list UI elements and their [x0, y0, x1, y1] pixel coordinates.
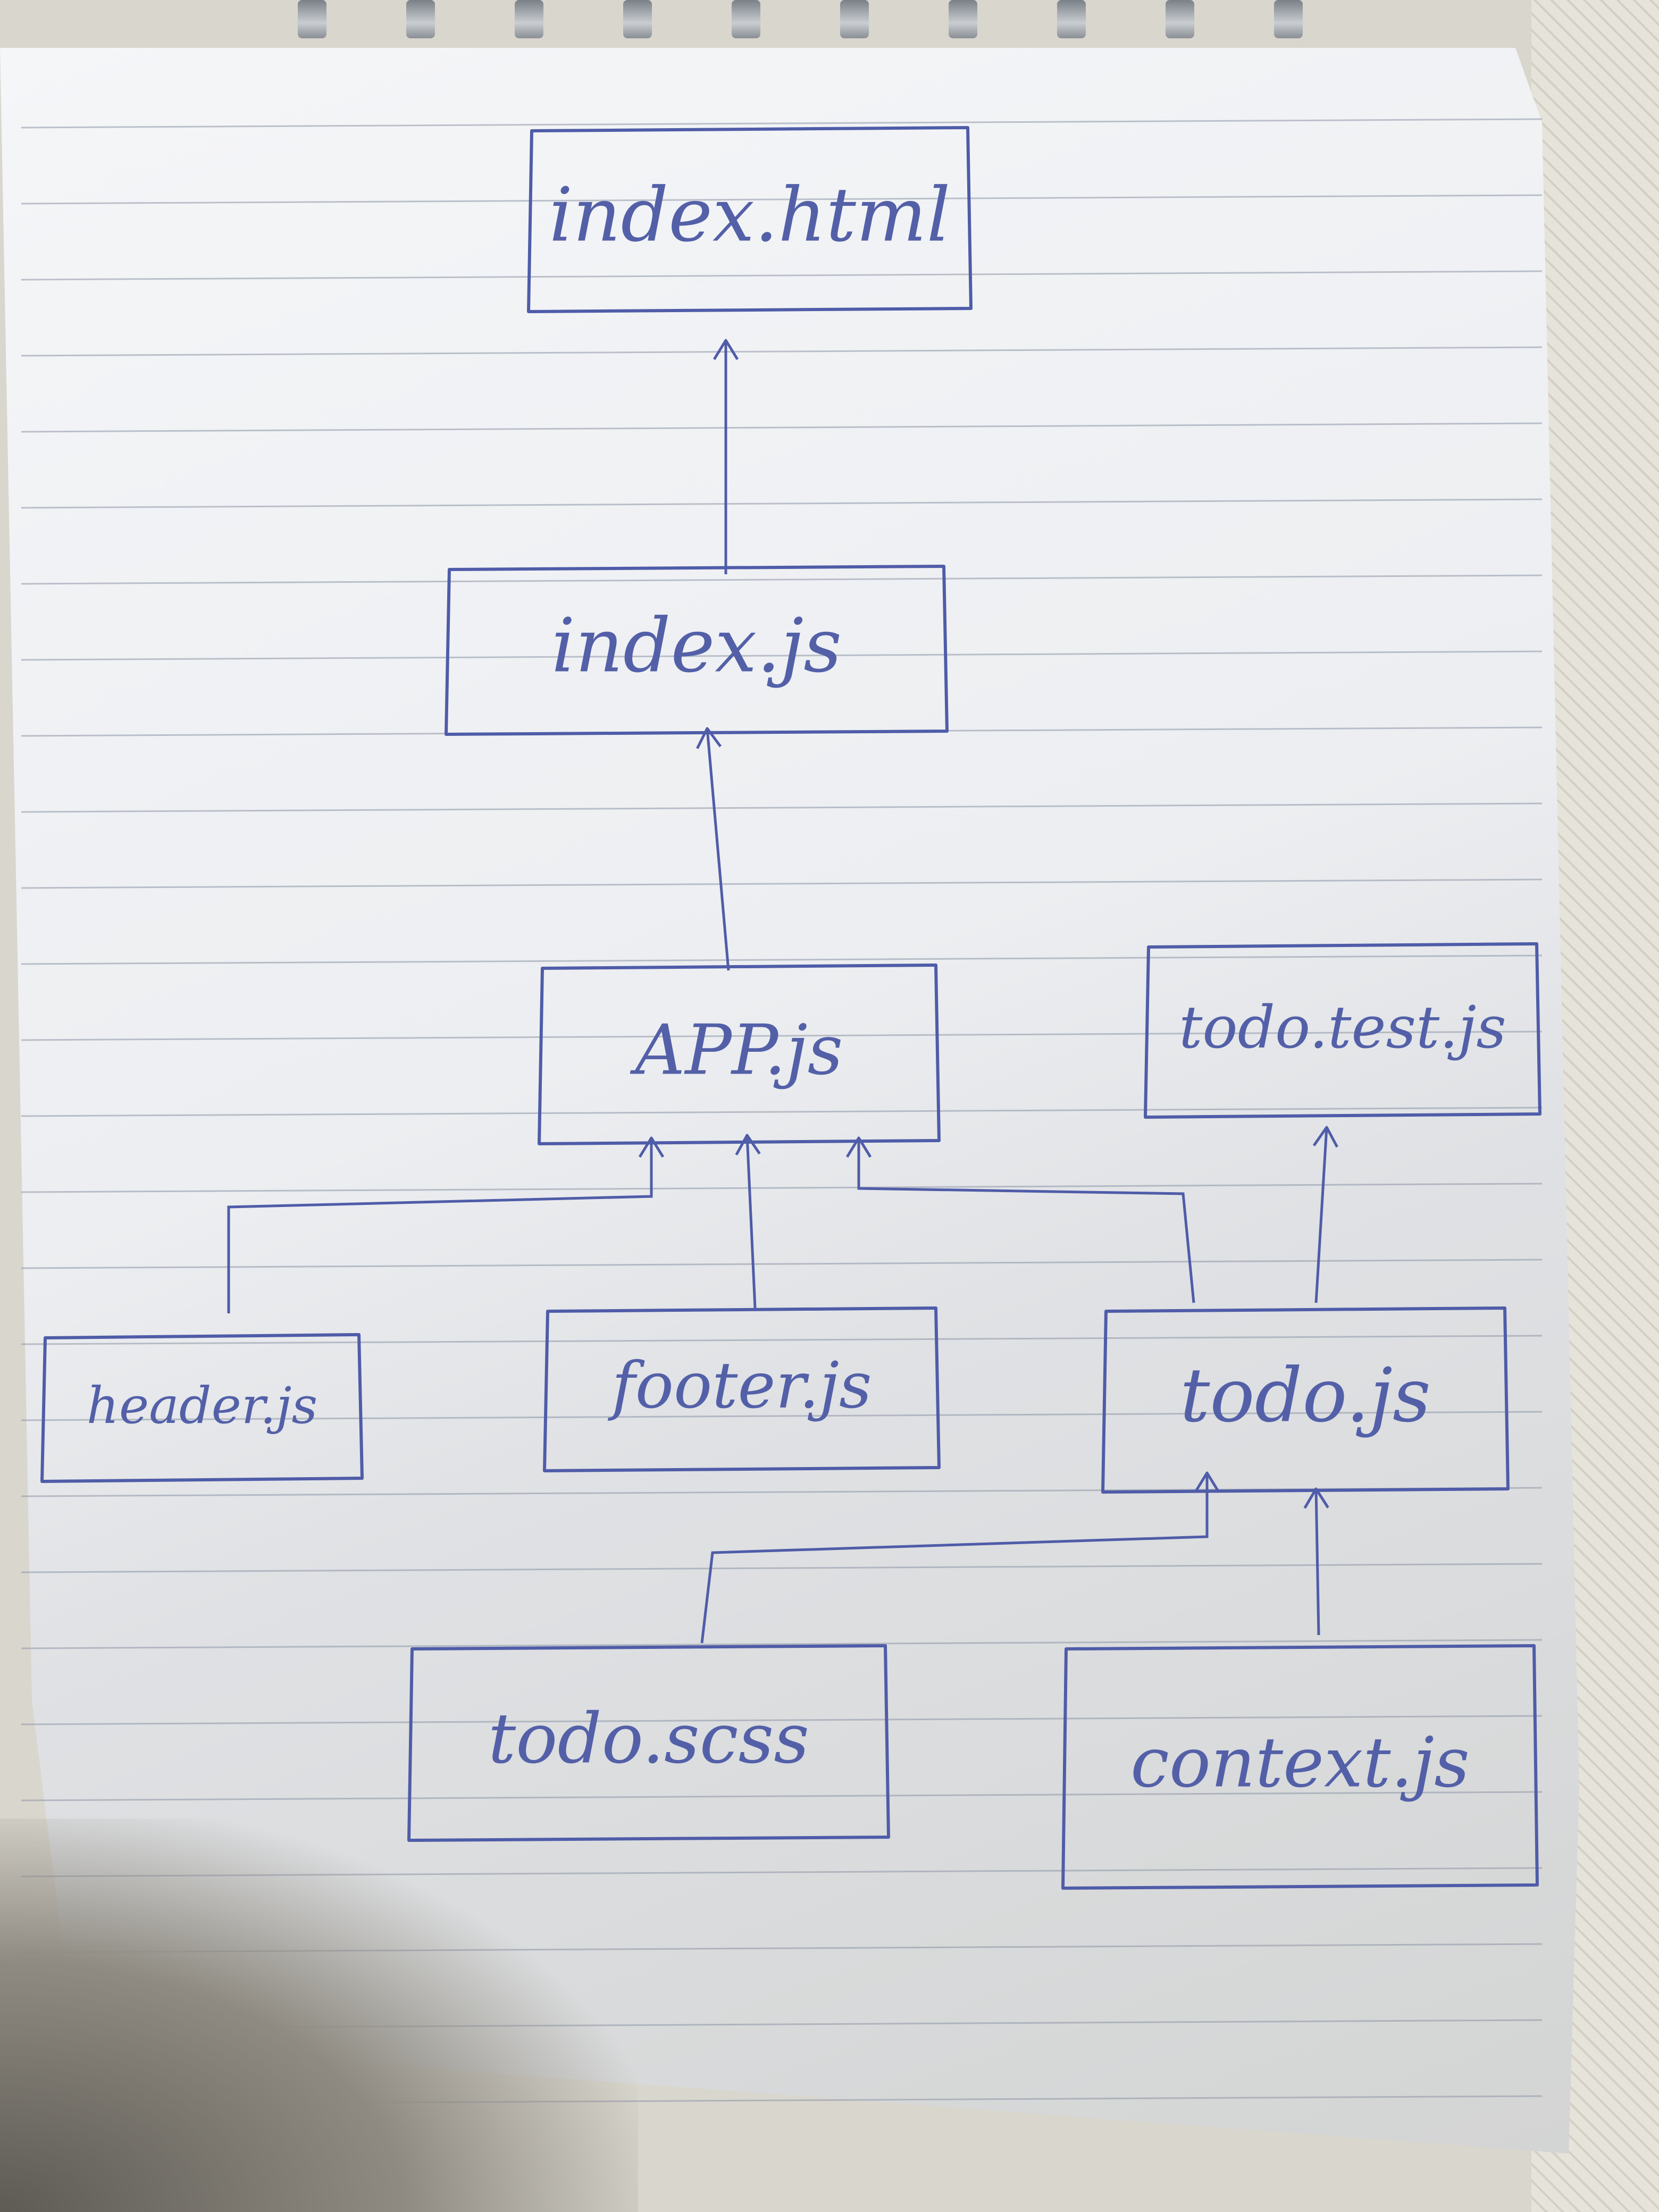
- node-todo-js: todo.js: [1101, 1306, 1510, 1494]
- node-label: APP.js: [630, 1010, 843, 1091]
- edge-context_js-to-todo_js: [1303, 1487, 1329, 1636]
- node-context-js: context.js: [1061, 1644, 1539, 1890]
- node-label: todo.scss: [488, 1698, 809, 1779]
- node-label: index.html: [549, 172, 951, 259]
- ruled-line: [21, 1791, 1543, 1802]
- arrowhead: [1312, 1126, 1338, 1148]
- ruled-line: [21, 574, 1543, 585]
- edge-index_js-to-index_html: [713, 339, 739, 574]
- node-app-js: APP.js: [538, 963, 941, 1145]
- ruled-lines: [21, 118, 1543, 2106]
- node-label: index.js: [551, 603, 842, 690]
- ruled-line: [21, 498, 1543, 509]
- ruled-line: [21, 1563, 1543, 1573]
- node-label: todo.js: [1180, 1353, 1431, 1439]
- node-label: footer.js: [607, 1349, 872, 1423]
- ruled-line: [21, 1183, 1543, 1193]
- hand-shadow: [0, 1819, 638, 2212]
- node-box: [527, 126, 973, 313]
- edge-todo_js-to-app_js: [845, 1136, 1195, 1303]
- node-index-js: index.js: [445, 565, 949, 736]
- node-header-js: header.js: [40, 1333, 364, 1483]
- ruled-line: [21, 422, 1543, 433]
- ruled-line: [21, 118, 1543, 129]
- arrowhead: [735, 1134, 761, 1155]
- arrowhead: [845, 1136, 872, 1158]
- edge-todo_js-to-todo_test_js: [1312, 1126, 1338, 1303]
- ruled-line: [21, 194, 1543, 205]
- edge-todo_scss-to-todo_js: [700, 1471, 1220, 1644]
- node-footer-js: footer.js: [543, 1306, 941, 1472]
- edges: [227, 339, 1338, 1644]
- edge-footer_js-to-app_js: [735, 1134, 761, 1309]
- arrowhead: [696, 727, 722, 749]
- ruled-line: [21, 1107, 1543, 1117]
- node-index-html: index.html: [527, 126, 973, 313]
- node-label: context.js: [1130, 1722, 1470, 1803]
- ruled-line: [21, 650, 1543, 661]
- ruled-line: [21, 1411, 1543, 1421]
- ruled-line: [21, 1259, 1543, 1269]
- node-label: header.js: [87, 1377, 317, 1435]
- node-box: [1061, 1644, 1539, 1890]
- node-box: [445, 565, 949, 736]
- node-box: [538, 963, 941, 1145]
- ruled-line: [21, 954, 1543, 965]
- ruled-line: [21, 1639, 1543, 1649]
- ruled-line: [21, 270, 1543, 281]
- node-todo-test-js: todo.test.js: [1144, 942, 1541, 1119]
- edge-app_js-to-index_js: [696, 727, 730, 971]
- edge-header_js-to-app_js: [227, 1136, 665, 1313]
- node-todo-scss: todo.scss: [407, 1644, 890, 1842]
- arrowhead: [713, 339, 739, 361]
- ruled-line: [21, 1335, 1543, 1345]
- node-label: todo.test.js: [1179, 993, 1506, 1061]
- ruled-line: [21, 802, 1543, 813]
- node-box: [40, 1333, 364, 1483]
- ruled-line: [21, 1715, 1543, 1725]
- ruled-line: [21, 1030, 1543, 1041]
- arrowhead: [638, 1136, 665, 1158]
- ruled-line: [21, 346, 1543, 357]
- node-box: [1101, 1306, 1510, 1494]
- arrowhead: [1194, 1471, 1220, 1493]
- node-box: [1144, 942, 1541, 1119]
- spiral-binding: [298, 0, 1468, 43]
- ruled-line: [21, 878, 1543, 889]
- node-box: [543, 1306, 941, 1472]
- node-box: [407, 1644, 890, 1842]
